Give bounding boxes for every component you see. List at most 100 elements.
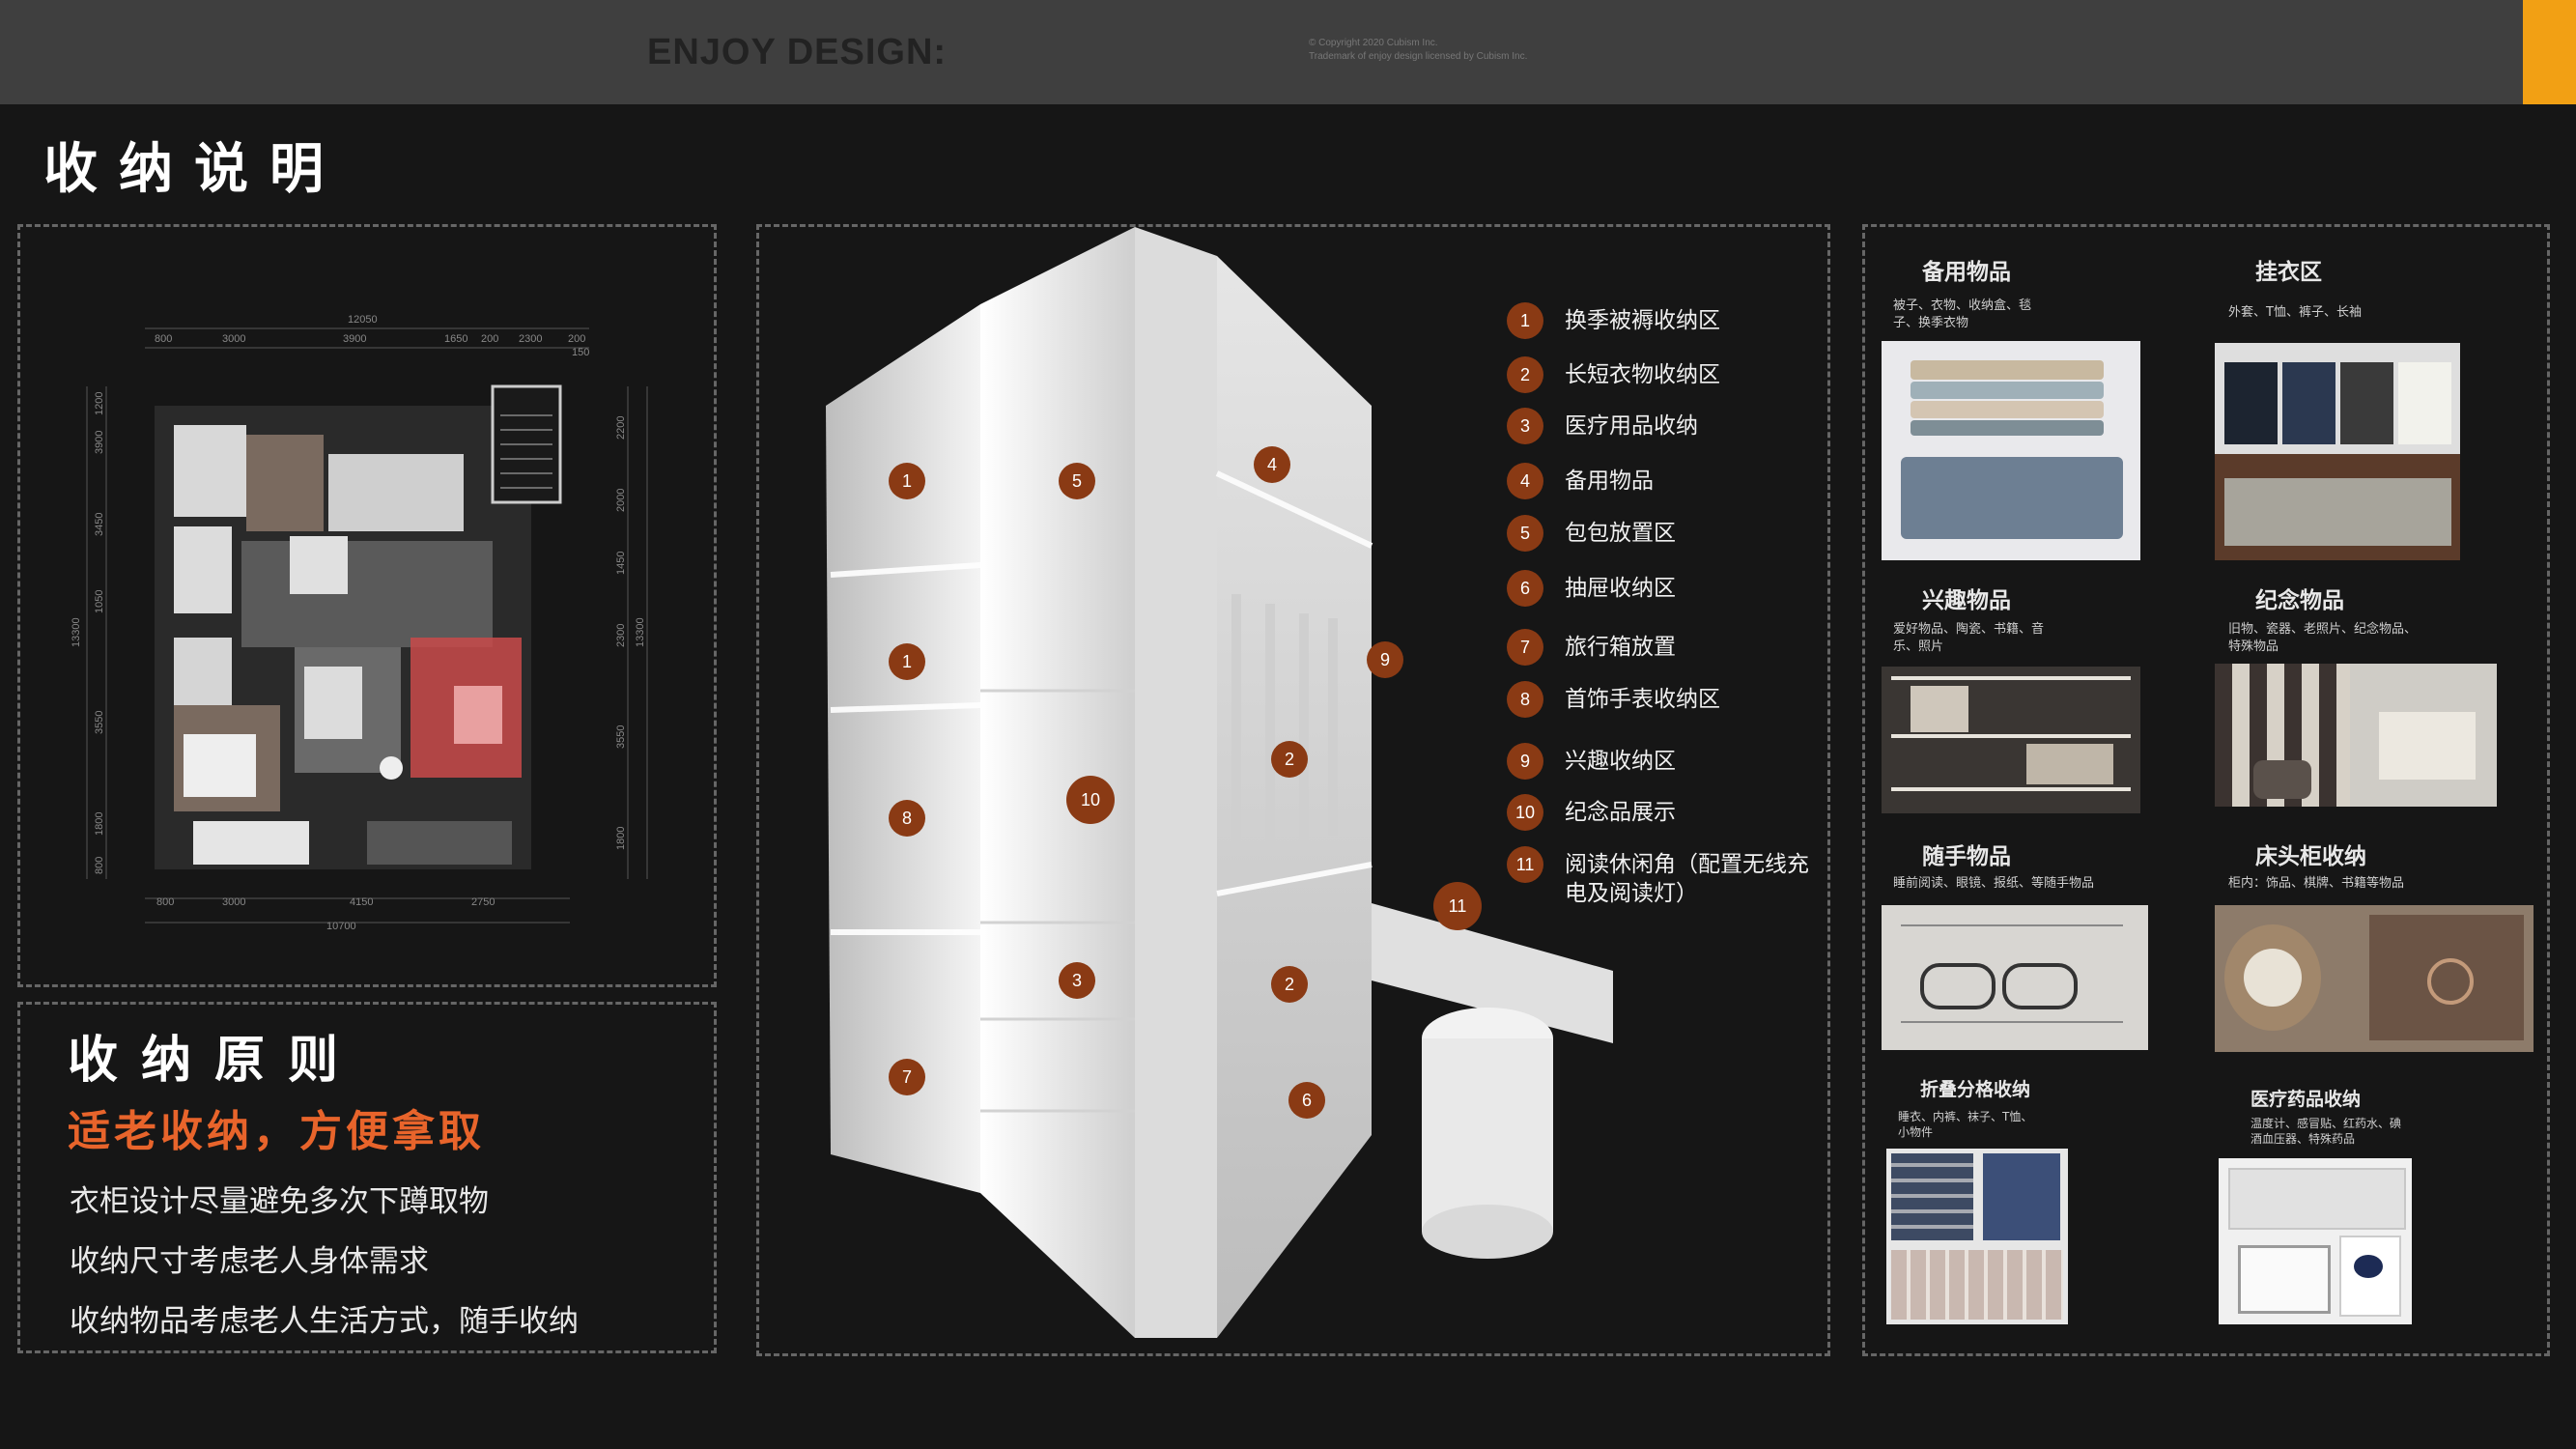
legend-number: 7 (1507, 629, 1543, 666)
dim-top: 3900 (343, 333, 366, 345)
dim-left: 1200 (94, 392, 105, 415)
dim-left-total: 13300 (71, 617, 82, 647)
dim-top: 150 (572, 347, 589, 358)
principles-subtitle: 适老收纳，方便拿取 (68, 1107, 485, 1156)
principle-line: 收纳物品考虑老人生活方式，随手收纳 (70, 1304, 579, 1339)
copyright-line: © Copyright 2020 Cubism Inc. (1309, 38, 1438, 48)
legend-label: 纪念品展示 (1565, 800, 1676, 825)
item-desc: 被子、衣物、收纳盒、毯子、换季衣物 (1893, 298, 2032, 330)
dim-bottom: 3000 (222, 896, 245, 908)
dim-bottom: 4150 (350, 896, 373, 908)
dim-top: 3000 (222, 333, 245, 345)
wardrobe-render (826, 227, 1613, 1338)
wardrobe-panel (756, 224, 1830, 1356)
page-title: 收纳说明 (43, 138, 345, 201)
item-desc: 温度计、感冒贴、红药水、碘酒血压器、特殊药品 (2250, 1117, 2402, 1146)
item-desc: 旧物、瓷器、老照片、纪念物品、特殊物品 (2228, 622, 2418, 654)
dim-right: 2300 (615, 624, 627, 647)
legend-number: 8 (1507, 681, 1543, 718)
dim-bottom: 2750 (471, 896, 495, 908)
storage-items-panel (1862, 224, 2550, 1356)
item-title: 折叠分格收纳 (1920, 1079, 2031, 1100)
legend-label: 包包放置区 (1565, 521, 1676, 546)
dim-left: 3900 (94, 431, 105, 454)
dim-left: 1050 (94, 590, 105, 613)
marker-1b: 1 (889, 643, 925, 680)
item-title: 床头柜收纳 (2255, 844, 2366, 869)
brand-logo-text: ENJOY DESIGN: (647, 32, 948, 72)
marker-9: 9 (1367, 641, 1403, 678)
principle-line: 收纳尺寸考虑老人身体需求 (70, 1244, 429, 1279)
marker-6: 6 (1288, 1082, 1325, 1119)
legend-label: 首饰手表收纳区 (1565, 687, 1720, 712)
item-title: 纪念物品 (2255, 588, 2344, 613)
item-desc: 爱好物品、陶瓷、书籍、音乐、照片 (1893, 622, 2045, 654)
item-desc: 睡前阅读、眼镜、报纸、等随手物品 (1893, 876, 2095, 891)
dim-left: 1800 (94, 812, 105, 836)
dim-top: 1650 (444, 333, 467, 345)
legend-label: 长短衣物收纳区 (1565, 362, 1720, 387)
dim-left: 800 (94, 857, 105, 874)
dim-top-total: 12050 (348, 314, 378, 326)
legend-number: 6 (1507, 570, 1543, 607)
dim-left: 3550 (94, 711, 105, 734)
item-title: 挂衣区 (2255, 260, 2322, 285)
dim-top: 800 (155, 333, 172, 345)
legend-number: 10 (1507, 794, 1543, 831)
dim-right: 3550 (615, 725, 627, 749)
floor-plan-panel (17, 224, 717, 987)
copyright-notice: © Copyright 2020 Cubism Inc. Trademark o… (1309, 37, 1695, 64)
marker-1: 1 (889, 463, 925, 499)
header-bar (0, 0, 2576, 104)
legend-number: 5 (1507, 515, 1543, 552)
trademark-line: Trademark of enjoy design licensed by Cu… (1309, 51, 1528, 62)
item-title: 随手物品 (1922, 844, 2011, 869)
dim-top: 200 (481, 333, 498, 345)
photo-folding-storage (1886, 1149, 2068, 1324)
photo-bedside-storage (2215, 905, 2534, 1052)
item-desc: 外套、T恤、裤子、长袖 (2228, 305, 2362, 320)
legend-number: 9 (1507, 743, 1543, 780)
marker-7: 7 (889, 1059, 925, 1095)
legend-number: 3 (1507, 408, 1543, 444)
dim-right: 2000 (615, 489, 627, 512)
legend-number: 4 (1507, 463, 1543, 499)
dim-bottom-total: 10700 (326, 921, 356, 932)
principles-title: 收纳原则 (68, 1032, 362, 1090)
legend-label: 备用物品 (1565, 469, 1654, 494)
legend-number: 2 (1507, 356, 1543, 393)
photo-handy-items (1882, 905, 2148, 1050)
dim-right: 2200 (615, 416, 627, 440)
legend-label: 换季被褥收纳区 (1565, 308, 1720, 333)
marker-5: 5 (1059, 463, 1095, 499)
dim-right: 1450 (615, 552, 627, 575)
photo-hobby-items (1882, 667, 2140, 813)
marker-10: 10 (1066, 776, 1115, 824)
marker-2b: 2 (1271, 966, 1308, 1003)
dim-top: 200 (568, 333, 585, 345)
dim-right-total: 13300 (635, 617, 646, 647)
dim-bottom: 800 (156, 896, 174, 908)
dim-right: 1800 (615, 827, 627, 850)
item-title: 兴趣物品 (1922, 588, 2011, 613)
item-desc: 睡衣、内裤、袜子、T恤、小物件 (1898, 1110, 2033, 1139)
dim-left: 3450 (94, 513, 105, 536)
photo-hanging-clothes (2215, 343, 2460, 560)
marker-8: 8 (889, 800, 925, 837)
accent-block (2523, 0, 2576, 104)
floor-plan-drawing: 12050 800 3000 3900 1650 200 2300 200 15… (71, 314, 648, 932)
marker-3: 3 (1059, 962, 1095, 999)
photo-spare-items (1882, 341, 2140, 560)
legend-label: 医疗用品收纳 (1565, 413, 1698, 439)
item-title: 医疗药品收纳 (2250, 1089, 2362, 1110)
legend-label: 抽屉收纳区 (1565, 576, 1676, 601)
marker-11: 11 (1433, 882, 1482, 930)
item-title: 备用物品 (1922, 260, 2011, 285)
item-desc: 柜内：饰品、棋牌、书籍等物品 (2228, 876, 2405, 891)
principles-panel (17, 1002, 717, 1353)
dim-top: 2300 (519, 333, 542, 345)
legend-label: 旅行箱放置 (1565, 635, 1676, 660)
legend-label: 阅读休闲角（配置无线充电及阅读灯） (1565, 852, 1809, 906)
legend-label: 兴趣收纳区 (1565, 749, 1676, 774)
marker-2: 2 (1271, 741, 1308, 778)
